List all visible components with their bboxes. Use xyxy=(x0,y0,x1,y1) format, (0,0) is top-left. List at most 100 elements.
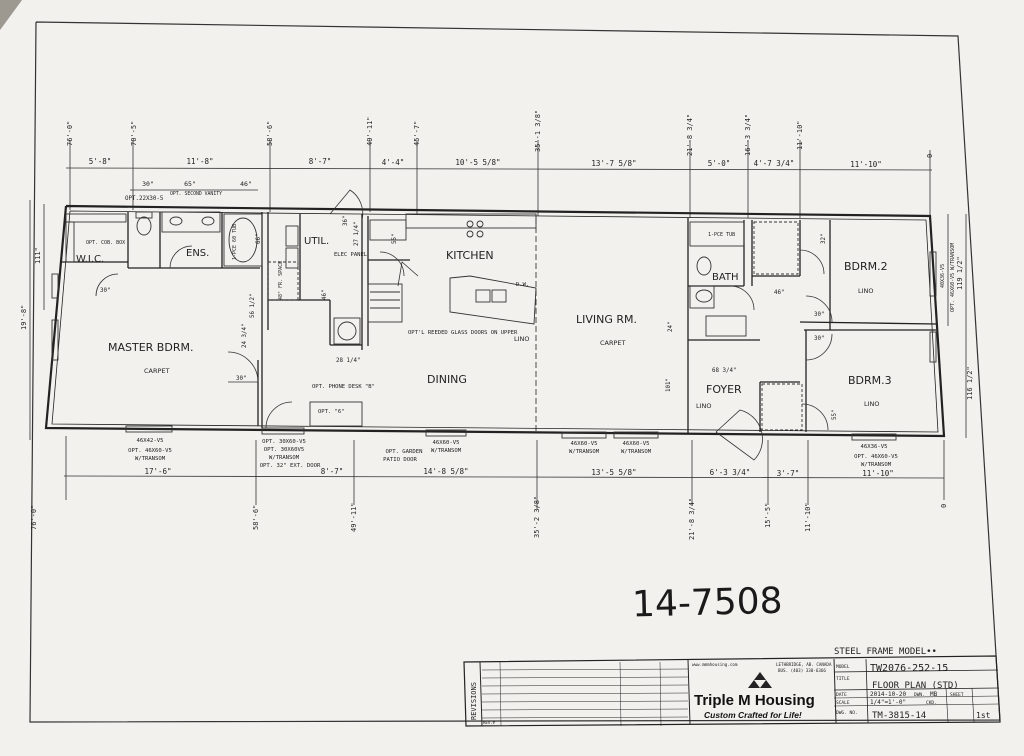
window-2-note: OPT. 30X60V5 xyxy=(264,447,304,453)
dim-top-inner-8: 4'-7 3/4" xyxy=(754,159,795,168)
dim-top-outer-9: 11'-10" xyxy=(796,120,804,150)
sheet-value: 1st xyxy=(976,711,991,720)
dim-top-outer-5: 45'-7" xyxy=(413,121,421,146)
note-cob-box: OPT. COB. BOX xyxy=(86,240,125,246)
room-kitchen-floor: LINO xyxy=(514,335,530,343)
room-wic: W.I.C. xyxy=(76,254,104,265)
dim-top-inner-7: 5'-0" xyxy=(708,159,731,168)
dwg-label: DWG. NO. xyxy=(836,710,858,716)
handwritten-plan-number: 14-7508 xyxy=(632,581,783,626)
window-1-note: OPT. 46X60-V5 xyxy=(128,448,172,454)
date-label: DATE xyxy=(836,692,847,698)
dim-int-5: 101" xyxy=(666,378,672,392)
window-6-note: W/TRANSOM xyxy=(621,449,652,455)
company-url: www.mmmhousing.com xyxy=(692,662,738,667)
dim-int-17: 66" xyxy=(256,234,262,244)
dim-int-16: 30" xyxy=(100,288,110,294)
dim-top-inner-2: 11'-8" xyxy=(186,157,213,166)
dim-bottom-outer-3: 49'-11" xyxy=(350,502,358,532)
note-second-vanity: OPT. SECOND VANITY xyxy=(170,191,222,197)
window-4-note: W/TRANSOM xyxy=(431,448,462,454)
dim-left-1: 111" xyxy=(34,247,42,264)
dim-top-small-3: 46" xyxy=(240,180,252,188)
window-6-size: 46X60-V5 xyxy=(623,441,650,447)
door-swings xyxy=(95,189,833,461)
dim-int-2: 24 3/4" xyxy=(242,324,248,348)
room-kitchen: KITCHEN xyxy=(446,249,494,262)
dim-top-outer-1: 76'-0" xyxy=(66,121,74,146)
window-5-note: W/TRANSOM xyxy=(569,449,600,455)
dim-top-outer-8: 16'-3 3/4" xyxy=(744,114,752,156)
note-tub-ens: 1-PCE 60 TUB xyxy=(232,224,238,260)
dim-int-7: 68 3/4" xyxy=(712,368,736,374)
dim-bottom-outer-2: 58'-6" xyxy=(252,505,260,530)
title-value: FLOOR PLAN (STD) xyxy=(872,681,959,691)
dim-int-10: 27 1/4" xyxy=(354,222,360,246)
dim-bottom-outer-6: 15'-5" xyxy=(764,503,772,528)
steel-frame-note: STEEL FRAME MODEL•• xyxy=(834,647,937,657)
company-phone: BUS. (403) 330-6366 xyxy=(778,668,826,673)
dim-top-outer-4: 49'-11" xyxy=(366,116,374,146)
room-foyer: FOYER xyxy=(706,383,742,396)
dim-bottom-outer-4: 35'-2 3/8" xyxy=(533,496,541,538)
dim-bottom-inner-4: 13'-5 5/8" xyxy=(591,468,636,477)
note-opt-6: OPT. "6" xyxy=(318,409,345,415)
room-bdrm2-floor: LINO xyxy=(858,287,874,295)
fixtures xyxy=(51,211,937,441)
window-1-note2: W/TRANSOM xyxy=(135,456,166,462)
dim-top-outer-10: 0 xyxy=(926,154,934,158)
note-dw: D.W. xyxy=(516,282,529,288)
room-master-bdrm: MASTER BDRM. xyxy=(108,341,193,354)
note-tub-bath: 1-PCE TUB xyxy=(708,232,735,238)
dim-int-9: 55" xyxy=(832,410,838,420)
dim-top-small-1: 30" xyxy=(142,180,154,188)
window-2-size: OPT. 30X60-V5 xyxy=(262,439,306,445)
sheet-label: SHEET xyxy=(950,692,964,698)
plan-notes: OPT.22X30-5 OPT. SECOND VANITY OPT. COB.… xyxy=(86,191,956,415)
model-value: TW2076-252-15 xyxy=(870,663,948,674)
note-elec-panel: ELEC PANEL xyxy=(334,252,368,258)
dim-right-2: 116 1/2" xyxy=(966,366,974,400)
window-7-note: OPT. 46X60-V5 xyxy=(854,454,898,460)
note-phone-desk: OPT. PHONE DESK "B" xyxy=(312,384,375,390)
dim-bottom-inner-2: 8'-7" xyxy=(321,467,344,476)
dim-bottom-inner-5: 6'-3 3/4" xyxy=(710,468,751,477)
room-living-floor: CARPET xyxy=(600,339,626,347)
dim-bottom-inner-7: 11'-10" xyxy=(862,469,894,478)
dim-bottom-inner-1: 17'-6" xyxy=(144,467,171,476)
dim-top-inner-4: 4'-4" xyxy=(382,158,405,167)
note-bdrm2-window-a: OPT. 46X60-V5 W/TRANSOM xyxy=(950,243,956,312)
dim-bottom-inner-3: 14'-8 5/8" xyxy=(423,467,468,476)
rev-number-label: REV.# xyxy=(483,720,496,725)
title-label: TITLE xyxy=(836,676,850,682)
dim-int-1: 56 1/2" xyxy=(250,294,256,318)
window-7-size: 46X36-V5 xyxy=(861,444,888,450)
dim-int-3: 28 1/4" xyxy=(336,358,360,364)
dim-top-outer-3: 58'-6" xyxy=(266,121,274,146)
model-label: MODEL xyxy=(836,664,850,670)
dim-top-inner-1: 5'-8" xyxy=(89,157,112,166)
dim-top-outer-7: 21'-8 3/4" xyxy=(686,114,694,156)
room-dining: DINING xyxy=(427,373,467,386)
top-outer-dimensions: 76'-0" 70'-5" 58'-6" 49'-11" 45'-7" 35'-… xyxy=(66,110,934,158)
dim-bottom-outer-8: 0 xyxy=(940,504,948,508)
window-1-size: 46X42-V5 xyxy=(137,438,164,444)
dim-int-8: 46" xyxy=(774,290,784,296)
dim-right-1: 119 1/2" xyxy=(956,256,964,290)
side-dimensions: 111" 19'-8" 119 1/2" 116 1/2" xyxy=(20,247,974,400)
note-opt-22x30: OPT.22X30-5 xyxy=(125,196,164,202)
company-tagline: Custom Crafted for Life! xyxy=(704,710,802,720)
interior-dimensions: 56 1/2" 24 3/4" 28 1/4" 46" 101" 24" 68 … xyxy=(100,216,838,420)
triple-m-logo-icon xyxy=(748,672,772,688)
dim-top-small-2: 65" xyxy=(184,180,196,188)
dim-int-11: 30" xyxy=(236,376,246,382)
room-master-floor: CARPET xyxy=(144,367,170,375)
window-4-size: 46X60-V5 xyxy=(433,440,460,446)
window-3-size: OPT. GARDEN xyxy=(385,449,422,455)
dim-int-12: 30" xyxy=(814,312,824,318)
dim-left-2: 19'-8" xyxy=(20,305,28,330)
bottom-inner-dimensions: 17'-6" 8'-7" 14'-8 5/8" 13'-5 5/8" 6'-3 … xyxy=(144,467,893,478)
ckd-label: CKD. xyxy=(926,700,937,706)
